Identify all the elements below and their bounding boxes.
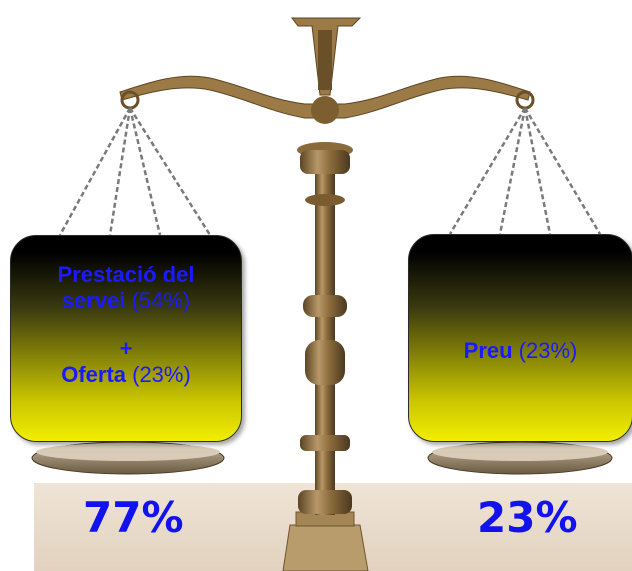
scale-beam <box>119 75 531 119</box>
left-line3-bold: Oferta <box>61 362 126 387</box>
right-label: Preu (23%) <box>409 338 632 364</box>
right-label-rest: (23%) <box>512 338 578 363</box>
left-line2-rest: (54%) <box>125 288 191 313</box>
right-total-percent: 23% <box>477 493 578 542</box>
left-pan-label-box: Prestació del servei (54%) + Oferta (23%… <box>10 235 242 442</box>
right-pan-text: Preu (23%) <box>409 338 632 364</box>
left-pan-text: Prestació del servei (54%) + Oferta (23%… <box>11 262 241 388</box>
left-line2: servei (54%) <box>11 288 241 314</box>
left-total-percent: 77% <box>83 493 184 542</box>
right-pan <box>427 441 613 475</box>
left-line3: Oferta (23%) <box>11 362 241 388</box>
right-pan-label-box: Preu (23%) <box>408 234 632 442</box>
left-chains <box>58 107 212 236</box>
scale-base <box>282 524 369 571</box>
left-line2-bold: servei <box>61 288 126 313</box>
right-chains <box>448 107 602 235</box>
left-line1: Prestació del <box>57 262 195 287</box>
scale-column <box>315 150 335 515</box>
left-line3-rest: (23%) <box>126 362 191 387</box>
plus-sign: + <box>119 336 133 361</box>
right-label-bold: Preu <box>463 338 513 363</box>
left-pan <box>31 441 225 475</box>
